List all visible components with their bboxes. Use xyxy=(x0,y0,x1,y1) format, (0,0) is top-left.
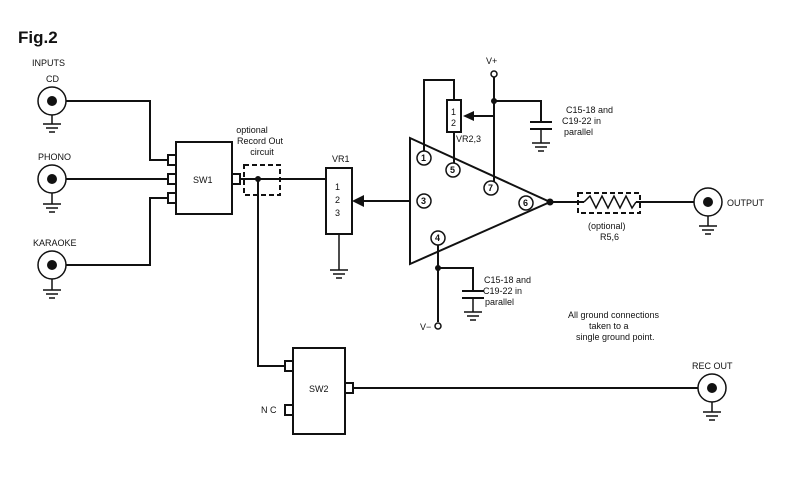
bottom-cap-label-line2: C19-22 in xyxy=(483,286,522,296)
cd-label: CD xyxy=(46,74,59,84)
output-jack xyxy=(693,187,723,235)
r56-optional-box xyxy=(577,192,641,214)
figure-title: Fig.2 xyxy=(18,28,58,47)
karaoke-input-jack xyxy=(37,250,67,299)
rec-out-label: REC OUT xyxy=(692,361,733,371)
vplus-label: V+ xyxy=(486,56,497,66)
vr1-pin-2: 2 xyxy=(335,195,340,205)
record-out-label-line2: Record Out xyxy=(237,136,284,146)
phono-label: PHONO xyxy=(38,152,71,162)
top-cap-label-line1: C15-18 and xyxy=(566,105,613,115)
ground-note-line3: single ground point. xyxy=(576,332,655,342)
vr23-label: VR2,3 xyxy=(456,134,481,144)
bottom-supply-capacitor xyxy=(462,290,484,321)
opamp-pin-6: 6 xyxy=(523,198,528,208)
sw2-label: SW2 xyxy=(309,384,329,394)
vminus-label: V− xyxy=(420,322,431,332)
output-label: OUTPUT xyxy=(727,198,765,208)
sw1-label: SW1 xyxy=(193,175,213,185)
rec-out-jack xyxy=(697,373,727,421)
ground-note-line2: taken to a xyxy=(589,321,629,331)
top-cap-label-line3: parallel xyxy=(564,127,593,137)
sw1-switch xyxy=(167,141,241,215)
opamp-pin-5: 5 xyxy=(450,165,455,175)
nc-label: N C xyxy=(261,405,277,415)
opamp-triangle xyxy=(409,136,553,266)
inputs-heading: INPUTS xyxy=(32,58,65,68)
opamp-pin-7: 7 xyxy=(488,183,493,193)
bottom-cap-label-line1: C15-18 and xyxy=(484,275,531,285)
vr1-pin-3: 3 xyxy=(335,208,340,218)
karaoke-label: KARAOKE xyxy=(33,238,77,248)
vr1-label: VR1 xyxy=(332,154,350,164)
record-out-label-line1: optional xyxy=(236,125,268,135)
top-cap-label-line2: C19-22 in xyxy=(562,116,601,126)
opamp-pin-3: 3 xyxy=(421,196,426,206)
vr23-pin-1: 1 xyxy=(451,107,456,117)
vr23-pin-2: 2 xyxy=(451,118,456,128)
vr23-wiper-arrow xyxy=(463,111,474,121)
vr1-wiper-arrow xyxy=(352,195,364,207)
r56-label-line1: (optional) xyxy=(588,221,626,231)
ground-note-line1: All ground connections xyxy=(568,310,660,320)
opamp-pin-4: 4 xyxy=(435,233,440,243)
vr1-pin-1: 1 xyxy=(335,182,340,192)
r56-resistor xyxy=(583,194,637,210)
record-out-label-line3: circuit xyxy=(250,147,274,157)
bottom-cap-label-line3: parallel xyxy=(485,297,514,307)
sw2-switch xyxy=(284,347,354,435)
top-supply-capacitor xyxy=(530,121,552,152)
opamp-pin-markers xyxy=(416,150,534,246)
phono-input-jack xyxy=(37,164,67,213)
opamp-pin-1: 1 xyxy=(421,153,426,163)
r56-label-line2: R5,6 xyxy=(600,232,619,242)
cd-input-jack xyxy=(37,86,67,133)
